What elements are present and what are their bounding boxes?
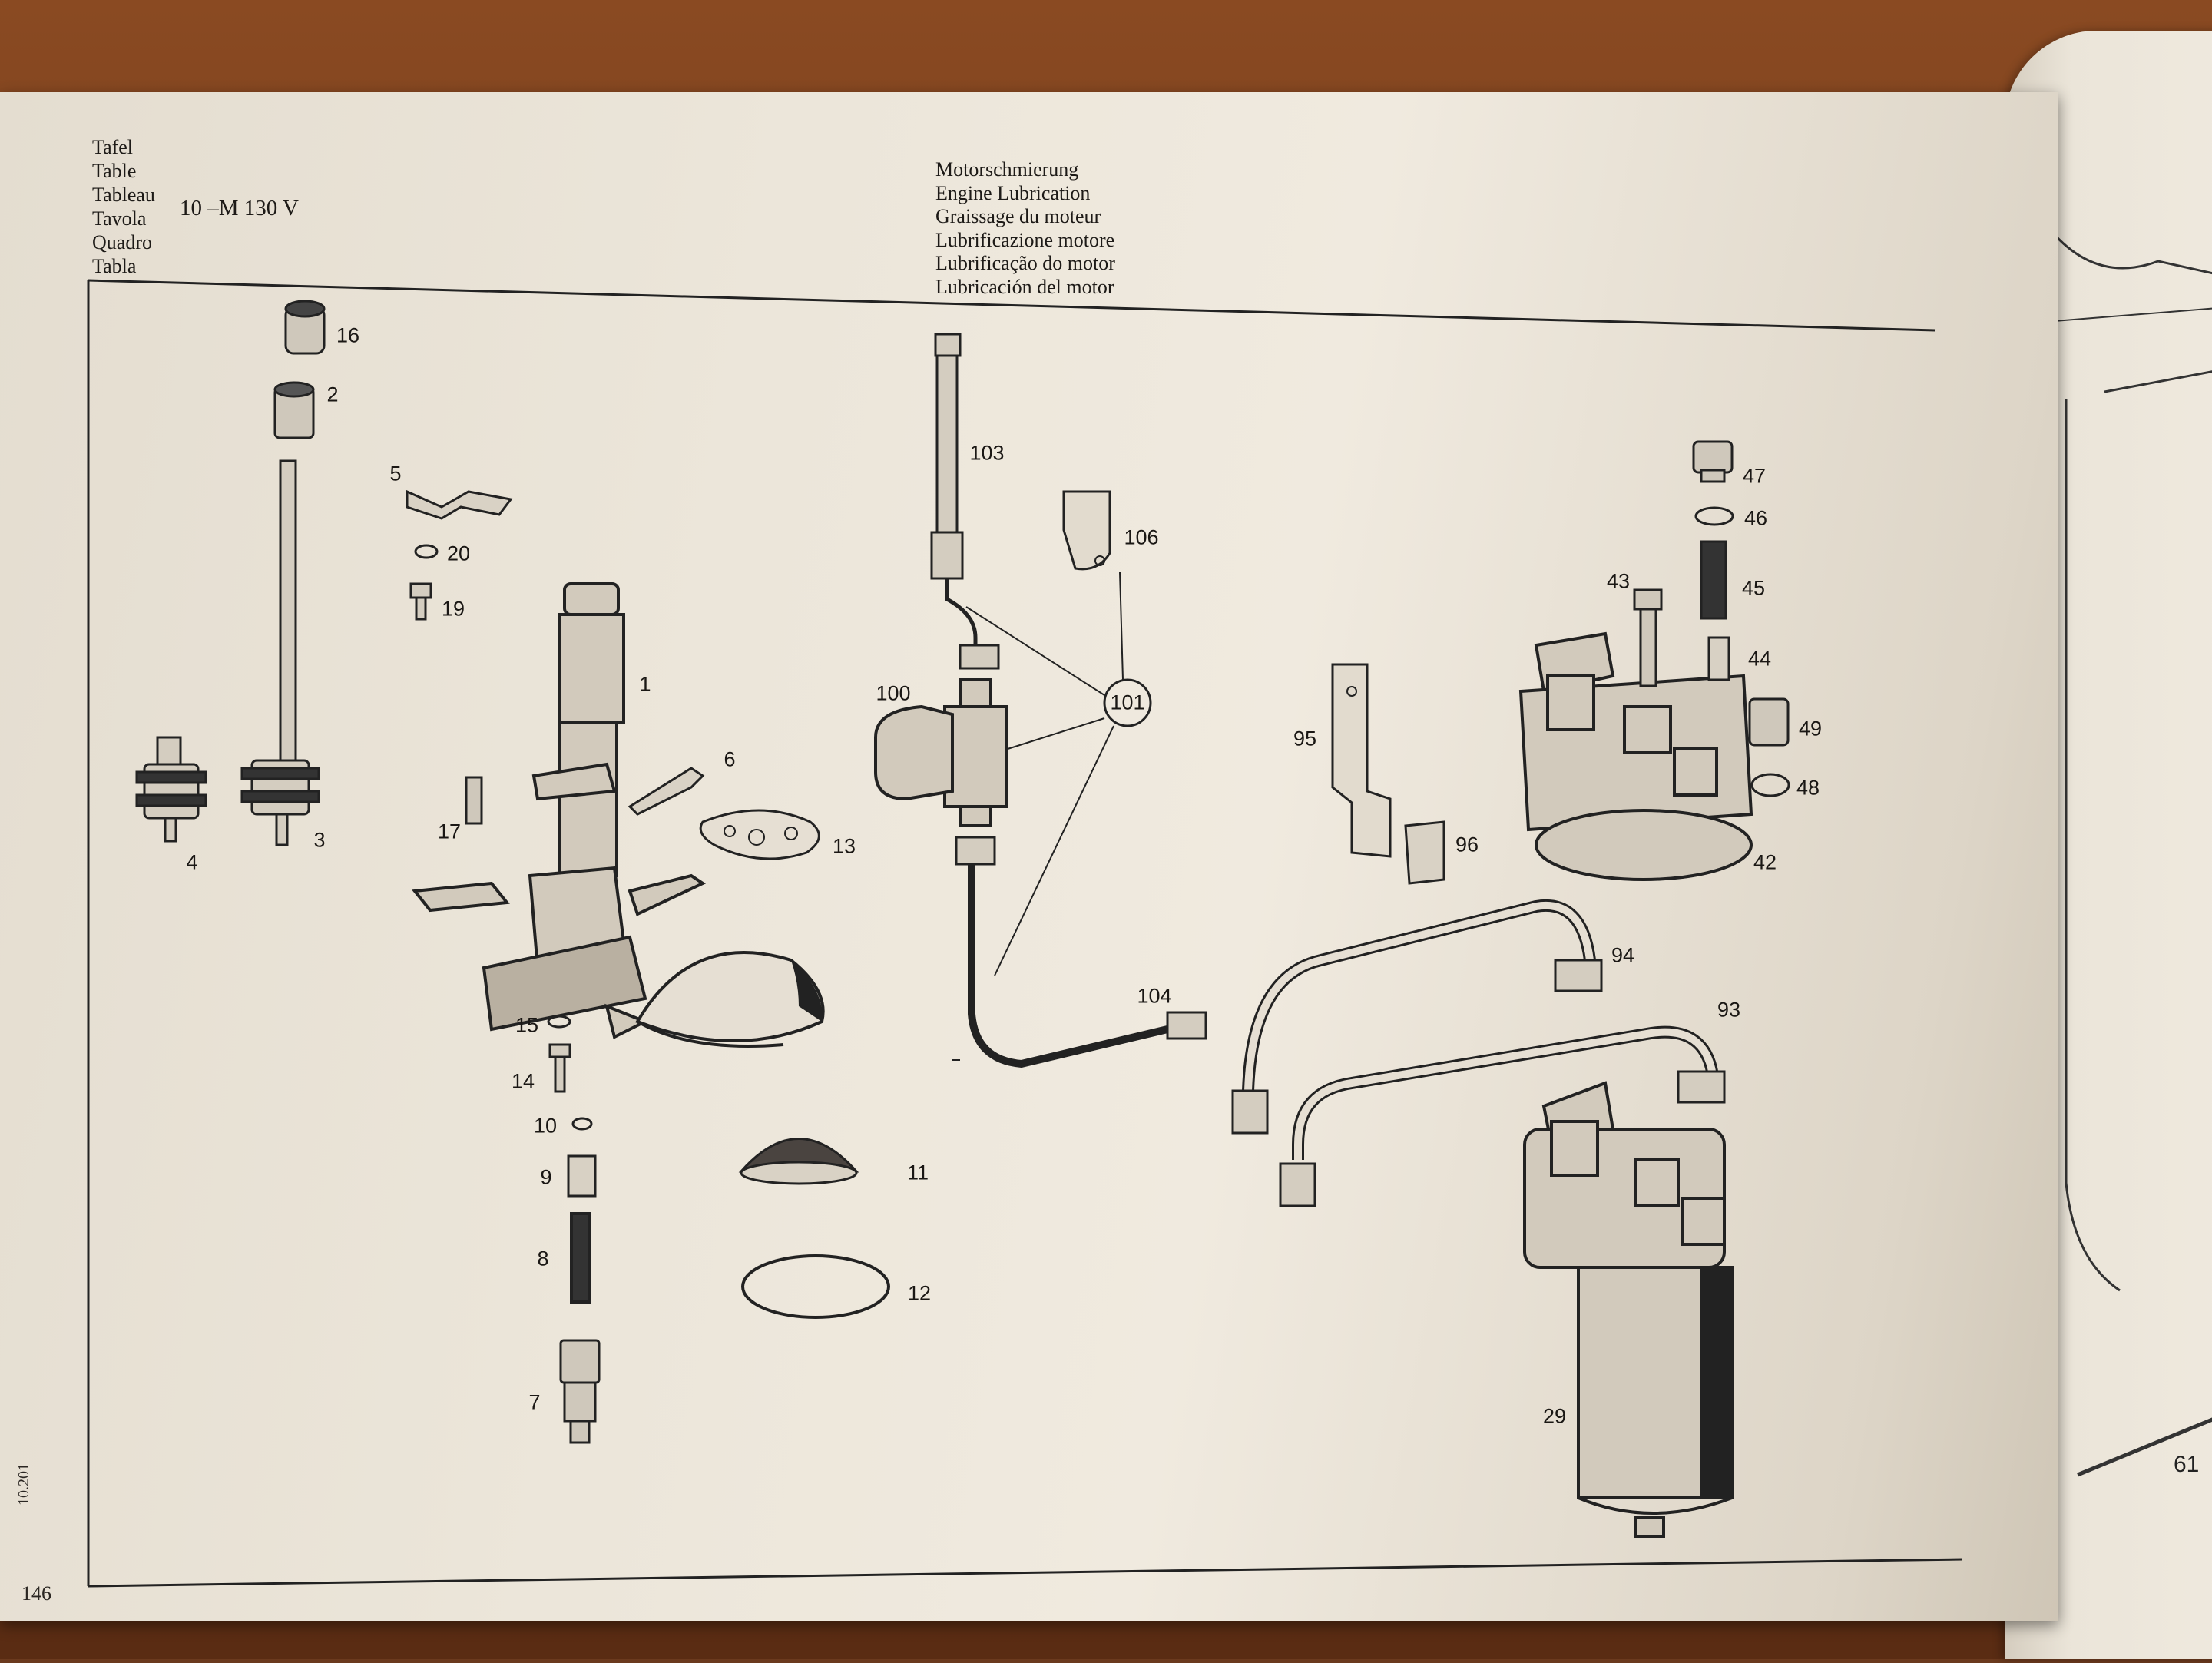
title-it: Lubrificazione motore [935, 228, 1115, 251]
part-15-washer [547, 1015, 571, 1029]
part-46-seal [1694, 506, 1734, 526]
part-9-piston [567, 1154, 597, 1198]
callout-103: 103 [969, 441, 1005, 465]
title-fr: Graissage du moteur [935, 205, 1101, 227]
part-49-union [1748, 697, 1790, 747]
part-43-valve [1633, 588, 1663, 687]
callout-95: 95 [1293, 727, 1317, 750]
label-quadro: Quadro [92, 231, 152, 253]
diagram-frame [88, 279, 1936, 332]
part-94-oil-pipe [1231, 899, 1603, 1135]
part-14-bolt [548, 1043, 571, 1093]
callout-45: 45 [1741, 576, 1766, 600]
callout-6: 6 [724, 747, 736, 771]
next-page-number: 61 [2174, 1452, 2200, 1477]
callout-14: 14 [511, 1069, 535, 1093]
part-3-drive-shaft [240, 459, 320, 846]
part-95-bracket [1331, 663, 1392, 858]
callout-29: 29 [1542, 1404, 1567, 1428]
section-titles: Motorschmierung Engine Lubrication Grais… [935, 158, 1115, 299]
part-44-piston [1707, 636, 1730, 681]
label-tableau: Tableau [92, 184, 155, 206]
part-106-bracket [1062, 490, 1111, 571]
title-es: Lubricación del motor [935, 275, 1114, 298]
part-8-spring [570, 1212, 591, 1304]
label-tavola: Tavola [92, 207, 147, 230]
callout-9: 9 [540, 1165, 552, 1189]
callout-8: 8 [537, 1247, 549, 1270]
callout-19: 19 [441, 597, 465, 621]
part-5-bracket [406, 489, 513, 520]
part-1-oil-pump-body [412, 582, 707, 1039]
callout-2: 2 [326, 383, 339, 406]
callout-101-leaders [952, 571, 1124, 1061]
callout-43: 43 [1606, 569, 1631, 593]
part-4-gear [135, 736, 207, 843]
callout-94: 94 [1611, 943, 1635, 967]
next-page-drawing [2035, 230, 2212, 1477]
callout-7: 7 [528, 1390, 541, 1414]
part-45-spring [1700, 540, 1727, 620]
callout-106: 106 [1124, 525, 1159, 549]
part-6-plate [628, 767, 705, 816]
part-96-clip [1404, 820, 1445, 885]
callout-46: 46 [1743, 506, 1768, 530]
part-12-circlip [741, 1254, 890, 1319]
part-17-stud [465, 776, 483, 825]
callout-104: 104 [1137, 984, 1172, 1008]
callout-93: 93 [1717, 998, 1741, 1022]
label-table: Table [92, 160, 137, 182]
part-11-strainer-screen [738, 1138, 859, 1185]
part-20-washer [414, 544, 439, 559]
part-100-oil-pressure-valve [874, 678, 1008, 827]
part-29-oil-filter [1523, 1081, 1734, 1538]
part-16-bushing [284, 300, 326, 355]
callout-20: 20 [446, 542, 471, 565]
title-pt: Lubrificação do motor [935, 252, 1115, 274]
callout-1: 1 [639, 672, 651, 696]
part-19-bolt [409, 582, 432, 621]
part-47-plug [1692, 440, 1734, 483]
oil-strainer-dome [635, 951, 825, 1042]
callout-15: 15 [515, 1013, 539, 1037]
part-10-ring [571, 1117, 593, 1131]
table-number: 10 –M 130 V [180, 196, 299, 220]
callout-100: 100 [876, 681, 911, 705]
part-48-washer [1750, 773, 1790, 797]
label-tafel: Tafel [92, 136, 134, 158]
callout-44: 44 [1747, 647, 1772, 671]
part-13-gasket [699, 809, 820, 860]
callout-5: 5 [389, 462, 402, 485]
callout-3: 3 [313, 828, 326, 852]
table-label-list: Tafel Table Tableau Tavola Quadro Tabla [92, 135, 155, 278]
page-number: 146 [22, 1582, 51, 1605]
callout-11: 11 [906, 1161, 929, 1184]
callout-101: 101 [1110, 691, 1145, 714]
title-de: Motorschmierung [935, 158, 1079, 181]
callout-17: 17 [437, 820, 462, 843]
callout-13: 13 [832, 834, 856, 858]
callout-101-circle [1103, 678, 1152, 727]
callout-12: 12 [907, 1281, 932, 1305]
side-code: 10.201 [15, 1463, 32, 1506]
callout-47: 47 [1742, 464, 1767, 488]
callout-96: 96 [1455, 833, 1479, 856]
part-103-oil-line [930, 333, 1000, 670]
callout-4: 4 [186, 850, 198, 874]
part-93-oil-pipe [1279, 1025, 1726, 1207]
callout-10: 10 [533, 1114, 558, 1138]
callout-42: 42 [1753, 850, 1777, 874]
title-en: Engine Lubrication [935, 181, 1091, 204]
part-2-sleeve [273, 381, 315, 439]
callout-48: 48 [1796, 776, 1820, 800]
label-tabla: Tabla [92, 255, 137, 277]
part-104-oil-line [955, 836, 1207, 1068]
callout-16: 16 [336, 323, 360, 347]
callout-49: 49 [1798, 717, 1823, 740]
part-7-valve-plug [559, 1339, 601, 1444]
part-42-filter-housing [1518, 631, 1753, 881]
